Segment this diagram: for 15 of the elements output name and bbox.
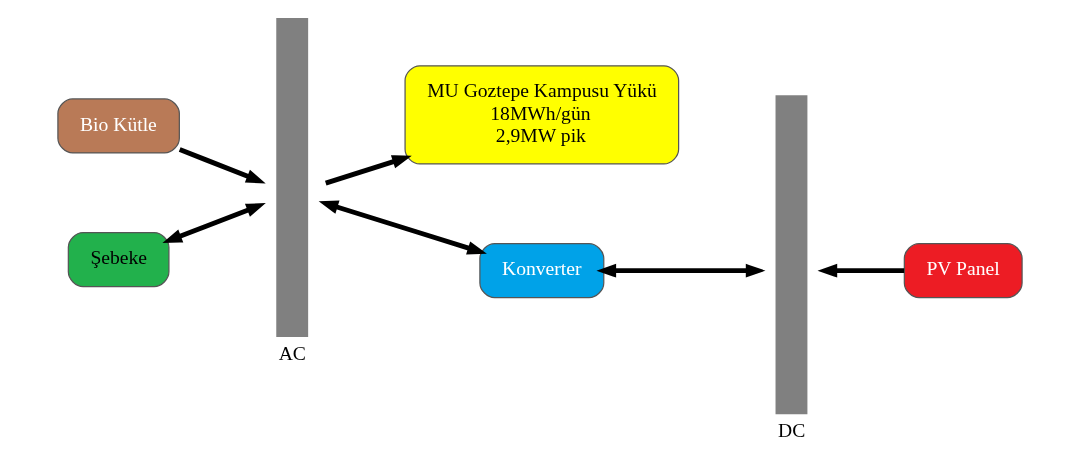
node-box: PV Panel bbox=[903, 243, 1023, 299]
arrow bbox=[324, 155, 412, 186]
node-box: Bio Kütle bbox=[56, 98, 180, 154]
arrow bbox=[595, 263, 765, 278]
arrow bbox=[318, 200, 487, 255]
node-box: Şebeke bbox=[67, 232, 170, 288]
arrow bbox=[178, 147, 266, 184]
node-box bbox=[775, 95, 807, 415]
arrow bbox=[817, 263, 904, 278]
node-box: MU Goztepe Kampusu Yükü 18MWh/gün 2,9MW pik bbox=[403, 65, 679, 165]
node-label: AC bbox=[278, 342, 306, 364]
node-label: DC bbox=[777, 420, 805, 442]
node-box bbox=[275, 17, 308, 337]
node-box: Konverter bbox=[478, 243, 604, 299]
arrow bbox=[161, 203, 266, 244]
